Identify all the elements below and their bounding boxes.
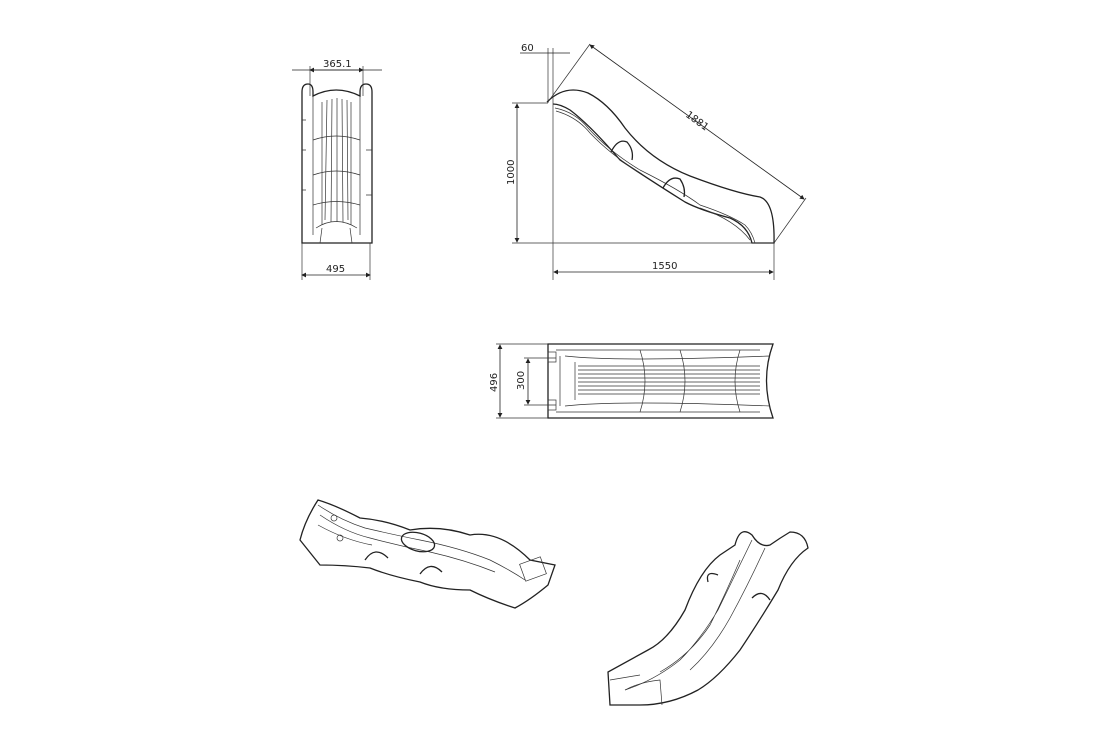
isometric-view-right (607, 531, 809, 706)
top-inner-width-label: 300 (516, 371, 527, 390)
top-view: 496 300 (489, 343, 774, 419)
isometric-view-left (299, 499, 556, 609)
side-height-label: 1000 (506, 160, 517, 185)
side-view: 60 1881 1000 1550 (506, 43, 807, 280)
side-lip-label: 60 (521, 43, 534, 54)
top-width-label: 496 (489, 373, 500, 392)
side-base-label: 1550 (652, 261, 677, 272)
front-view: 365.1 495 (292, 59, 382, 280)
front-bottom-width-label: 495 (326, 264, 345, 275)
side-length-label: 1881 (683, 110, 710, 134)
front-top-width-label: 365.1 (323, 59, 352, 70)
